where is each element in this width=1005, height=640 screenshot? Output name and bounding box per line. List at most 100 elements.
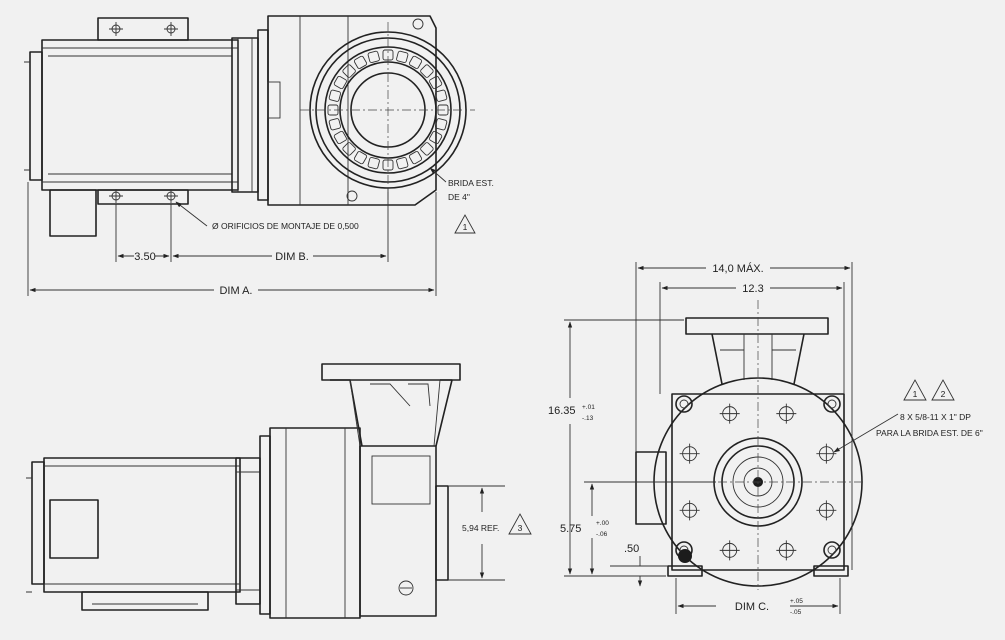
flange-rib [396,157,409,170]
adapter-plate [259,435,271,615]
flange-rib [342,142,356,156]
motor-end-cap [31,461,45,585]
dim-3-50: 3.50 [134,251,155,263]
flange-rib [435,89,448,102]
extension-lines-height [564,319,716,577]
extension-lines [635,262,853,570]
mounting-hole-leader [175,201,208,227]
motor-ribs [42,47,238,183]
end-view: 14,0 MÁX. 12.3 16.35 +.01 -.13 5.75 +.00… [548,262,983,616]
casing-port [267,81,281,119]
flange-bolt-icon [346,190,358,202]
motor-foot [81,591,209,611]
dim-b: DIM B. [275,251,309,263]
note-1-triangle-icon: 1 [903,379,927,401]
volute-window [371,455,431,505]
motor-flange [231,37,259,193]
bolt-hole-icons [679,403,837,561]
bolt-hole-icon [776,540,797,561]
pump-casing [267,15,437,206]
casing-lines [285,428,346,618]
flange-centerline [300,22,475,200]
side-view: 5,94 REF. 3 [26,363,532,619]
dim-c-tol-upper: +.05 [790,598,803,605]
bolt-hole-icon [816,500,837,521]
note-1-triangle-icon: 1 [454,214,476,234]
casing-lines [299,16,349,205]
mounting-holes-label: Ø ORIFICIOS DE MONTAJE DE 0,500 [212,221,359,231]
flange-rib [408,55,423,69]
motor-body [41,39,239,191]
motor-end-cap [29,51,43,181]
dim-shaft-tol-lower: -.06 [596,531,608,538]
dim-c: DIM C. [735,601,769,613]
dim-height: 16.35 [548,405,576,417]
bolt-hole-icon [719,403,740,424]
conduit-box [49,499,99,559]
bolt-note-flange: PARA LA BRIDA EST. DE 6" [876,428,983,438]
flange-rib [420,64,434,78]
bolt-note-leader [833,413,899,453]
discharge-flange [685,317,829,335]
flange-rib [342,64,356,78]
top-view: BRIDA EST. DE 4" 1 Ø ORIFICIOS DE MONTAJ… [24,15,494,297]
dim-a: DIM A. [219,285,252,297]
flange-rib [429,75,443,90]
conduit-box [49,189,97,237]
pump-casing [269,427,361,619]
flange-rib [353,151,368,165]
svg-text:1: 1 [463,222,468,232]
pump-body-square [671,393,845,571]
suction-nozzle [435,485,449,581]
discharge-ribs [349,379,441,447]
bolt-hole-icon [816,443,837,464]
flange-rib [408,151,423,165]
dim-c-tol-lower: -.05 [790,609,802,616]
extension-lines [448,485,505,581]
dim-width: 12.3 [742,283,763,295]
note-2-triangle-icon: 2 [931,379,955,401]
bolt-hole-icon [679,443,700,464]
bolt-hole-icon [679,500,700,521]
flange-label: BRIDA EST. [448,178,494,188]
pedestal-sides [711,333,805,385]
svg-text:3: 3 [518,523,523,533]
bolt-hole-icon [719,540,740,561]
extension-lines [27,182,437,296]
motor-outline [635,451,667,525]
discharge-neck [330,379,453,447]
flange-leader [429,167,447,183]
flange-rib [328,89,341,102]
svg-text:1: 1 [913,389,918,399]
dim-shaft: 5.75 [560,523,581,535]
dim-ref: 5,94 REF. [462,523,499,533]
foot-bolt-icon [678,549,692,563]
flange-rib [353,55,368,69]
flange-rib [367,50,380,63]
dim-height-tol-lower: -.13 [582,415,594,422]
dim-foot: .50 [624,543,639,555]
pedestal-ribs [720,334,796,380]
drain-plug-icon [398,580,414,596]
discharge-flange [321,363,461,381]
dim-height-tol-upper: +.01 [582,404,595,411]
motor-body [43,457,241,593]
flange-rib [429,130,443,145]
dim-shaft-tol-upper: +.00 [596,520,609,527]
flange-rib [333,130,347,145]
flange-rib [435,118,448,131]
mounting-hole-icon [109,22,178,203]
flange-bolt-icon [412,18,424,30]
right-foot [813,565,849,577]
left-foot [667,565,703,577]
flange-rib [396,50,409,63]
dim-overall-width: 14,0 MÁX. [712,262,763,275]
flange-rib [333,75,347,90]
flange-rib [367,157,380,170]
motor-bottom-foot [97,189,189,205]
pump-volute [359,445,437,617]
adapter-plate [257,29,269,201]
bolt-hole-icon [776,403,797,424]
svg-text:2: 2 [941,389,946,399]
